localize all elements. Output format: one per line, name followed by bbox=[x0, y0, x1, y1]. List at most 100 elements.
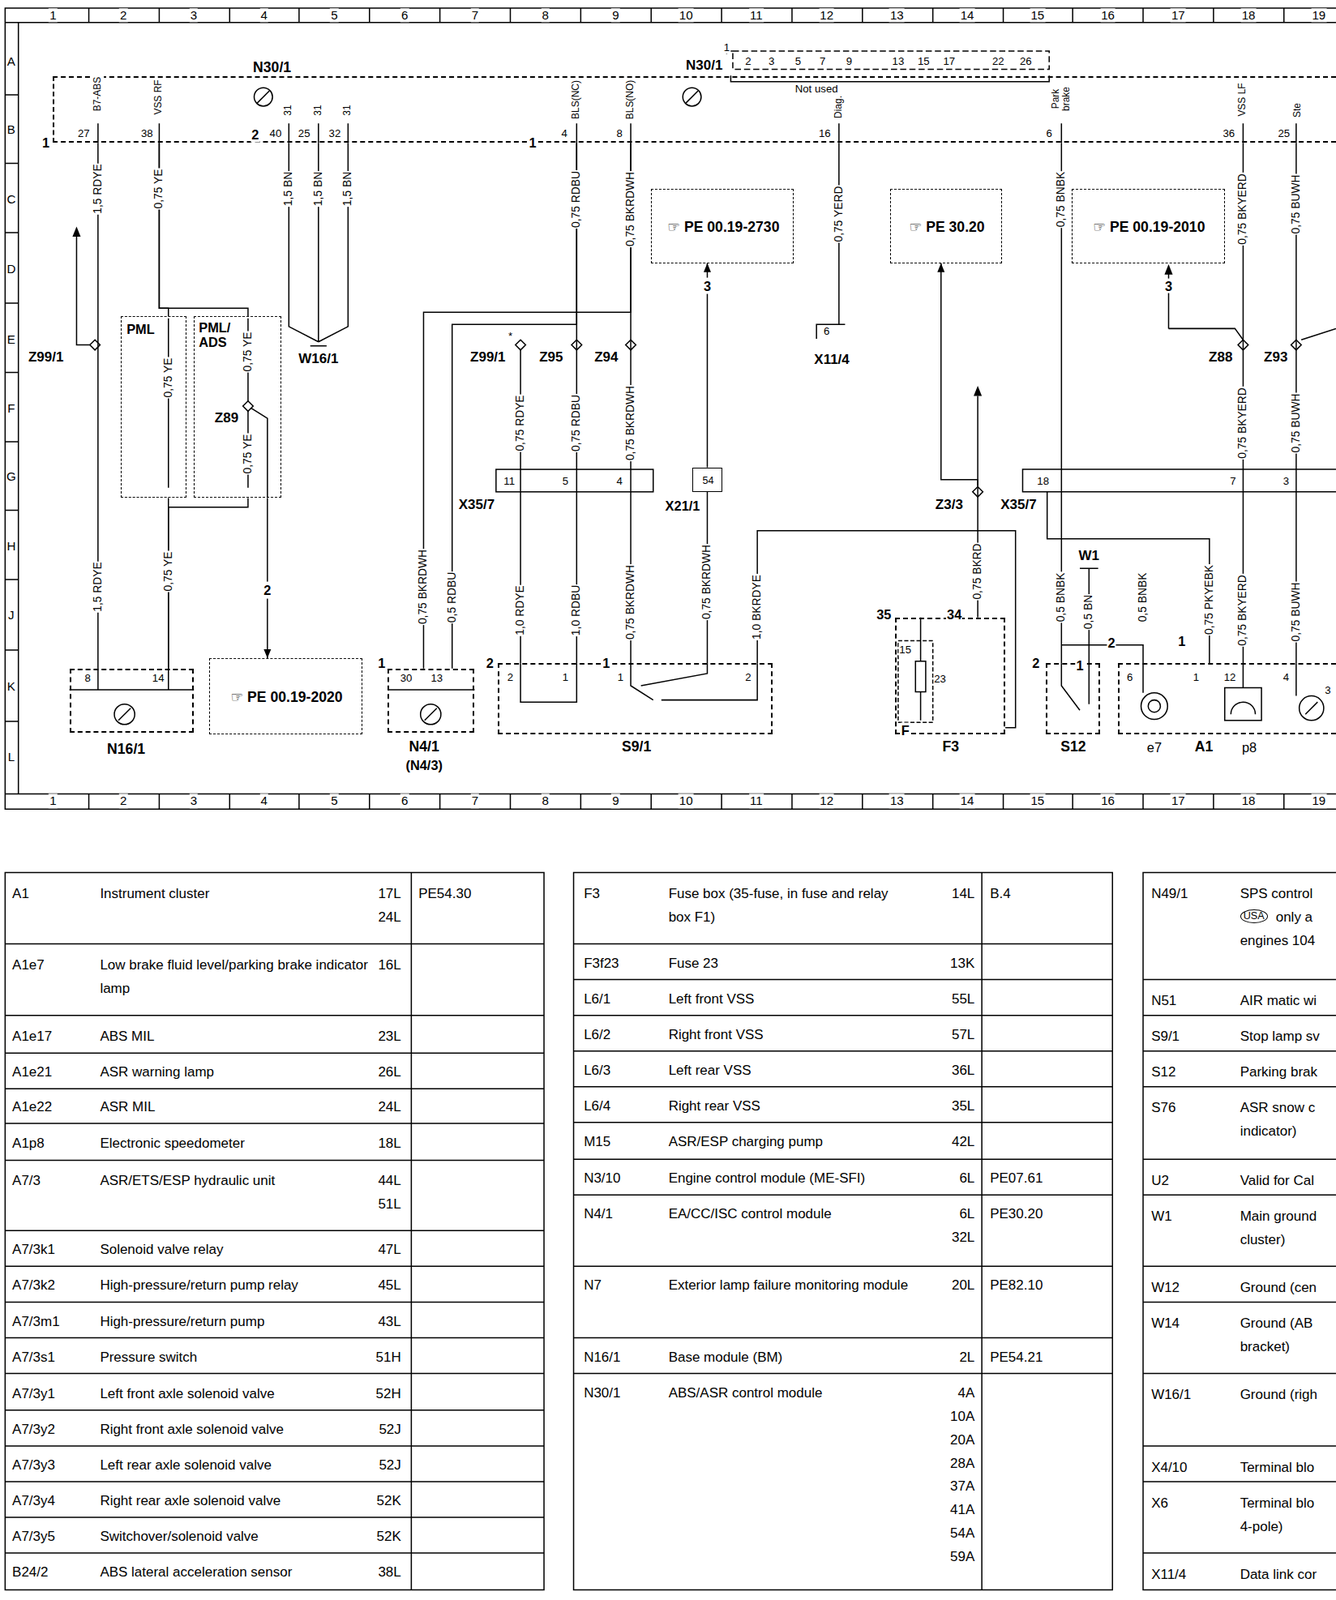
component-interior bbox=[920, 617, 922, 721]
table-cell: Parking brak bbox=[1240, 1061, 1318, 1085]
table-cell: N49/1 bbox=[1151, 882, 1188, 907]
pin-number: 16 bbox=[817, 127, 832, 140]
pin-number: 40 bbox=[269, 127, 283, 140]
wire bbox=[976, 395, 979, 486]
table-grid bbox=[4, 872, 1336, 1590]
table-cell: W12 bbox=[1151, 1276, 1180, 1301]
component-label: Z89 bbox=[214, 410, 240, 427]
table-cell: 37A bbox=[950, 1475, 975, 1499]
wire-code: 0,5 BNBK bbox=[1054, 571, 1068, 623]
connector-block bbox=[496, 469, 1336, 493]
table-cell: Left front axle solenoid valve bbox=[99, 1383, 275, 1407]
pin-number: 32 bbox=[328, 127, 343, 140]
pin-number: 1 bbox=[561, 671, 570, 684]
connector-box: 54X21/1 bbox=[692, 467, 724, 493]
table-cell: 55L bbox=[951, 988, 975, 1012]
grid-ref: 6 bbox=[400, 794, 409, 809]
pin-name: Park brake bbox=[1051, 82, 1072, 116]
pin-number: 6 bbox=[1045, 127, 1054, 140]
table-cell: ASR/ETS/ESP hydraulic unit bbox=[99, 1169, 275, 1194]
component-interior bbox=[915, 661, 926, 693]
table-cell: L6/1 bbox=[583, 988, 611, 1012]
table-cell: X4/10 bbox=[1151, 1456, 1187, 1481]
pin-number: 1 bbox=[528, 135, 538, 151]
table-cell: 41A bbox=[950, 1498, 975, 1523]
grid-ref: 12 bbox=[818, 794, 835, 809]
table-cell: 10A bbox=[950, 1405, 975, 1430]
component-name: A1 bbox=[1194, 738, 1214, 755]
table-cell: 38L bbox=[377, 1561, 401, 1585]
reference-box: ☞ PE 00.19-2020 bbox=[209, 658, 363, 735]
pin-number: 17 bbox=[942, 55, 957, 68]
wire-code: 1,0 RDBU bbox=[569, 584, 583, 637]
table-cell: PE07.61 bbox=[989, 1167, 1043, 1191]
wire-code: 1,5 BN bbox=[341, 171, 355, 207]
table-cell: 23L bbox=[377, 1025, 401, 1050]
connector-block bbox=[496, 469, 654, 493]
table-cell: N4/1 bbox=[583, 1203, 613, 1227]
table-cell: A7/3y5 bbox=[12, 1525, 56, 1550]
component-interior bbox=[520, 663, 758, 703]
table-cell: 26L bbox=[377, 1061, 401, 1085]
table-cell: Right front axle solenoid valve bbox=[99, 1418, 284, 1443]
grid-ref: 2 bbox=[119, 794, 128, 809]
table-cell: A7/3y4 bbox=[12, 1490, 56, 1514]
component-label: Z93 bbox=[1263, 349, 1289, 366]
pin-number: 2 bbox=[1106, 635, 1116, 651]
pin-number: 38 bbox=[140, 127, 155, 140]
component-label: X35/7 bbox=[458, 496, 496, 514]
component-label: W16/1 bbox=[297, 351, 339, 368]
pin-name: 31 bbox=[312, 103, 325, 116]
grid-ref: 17 bbox=[1170, 794, 1187, 809]
wire-code: 0,75 YE bbox=[162, 551, 176, 593]
table-cell: 20A bbox=[950, 1429, 975, 1453]
pin-name: 31 bbox=[282, 103, 295, 116]
wire-code: 0,75 BKRDWH bbox=[624, 385, 638, 462]
component-interior bbox=[1147, 700, 1161, 713]
grid-ref: H bbox=[5, 539, 17, 553]
table-grid bbox=[4, 872, 544, 1590]
frame bbox=[89, 8, 1285, 810]
arrow-head bbox=[72, 226, 81, 237]
grid-ref: 18 bbox=[1241, 8, 1257, 22]
grid-ref: 16 bbox=[1100, 8, 1116, 22]
table-cell: A7/3y1 bbox=[12, 1383, 56, 1407]
grid-ref: 11 bbox=[749, 794, 764, 809]
table-cell: A7/3k1 bbox=[12, 1238, 56, 1263]
wire-code: 0,75 YE bbox=[152, 167, 166, 210]
component-label: Z99/1 bbox=[469, 349, 506, 366]
table-cell: 16L bbox=[377, 954, 401, 978]
table-cell: Low brake fluid level/parking brake indi… bbox=[99, 954, 371, 1002]
grid-ref: K bbox=[6, 680, 17, 694]
table-cell: 14L bbox=[951, 882, 975, 907]
pin-number: 27 bbox=[77, 127, 91, 140]
unused-connector bbox=[732, 51, 1050, 70]
component-name: F3 bbox=[942, 738, 960, 755]
table-cell: SPS control bbox=[1240, 882, 1314, 907]
component-name: PML bbox=[126, 321, 155, 338]
table-cell: ABS MIL bbox=[99, 1025, 155, 1050]
table-cell: Right front VSS bbox=[668, 1023, 764, 1048]
pin-number: 22 bbox=[991, 55, 1006, 68]
table-cell: 2L bbox=[959, 1346, 975, 1371]
pin-number: 7 bbox=[818, 55, 827, 68]
component-label: N30/1 bbox=[685, 57, 724, 74]
component-interior bbox=[118, 708, 131, 721]
table-cell: PE54.30 bbox=[418, 882, 472, 907]
table-cell: Stop lamp sv bbox=[1240, 1025, 1320, 1050]
table-cell: L6/3 bbox=[583, 1059, 611, 1084]
grid-ref: 16 bbox=[1100, 794, 1116, 809]
wire bbox=[288, 142, 348, 347]
table-cell: 52J bbox=[378, 1454, 401, 1478]
table-cell: ABS/ASR control module bbox=[668, 1382, 823, 1406]
pin-number: 5 bbox=[794, 55, 802, 68]
variant-box: PML bbox=[120, 316, 188, 498]
grid-ref: 18 bbox=[1241, 794, 1257, 809]
table-cell: bracket) bbox=[1240, 1336, 1290, 1360]
table-cell: A1p8 bbox=[12, 1132, 45, 1157]
wire-code: 0,75 PKYEBK bbox=[1203, 564, 1217, 636]
wire-code: 0,75 YERD bbox=[832, 185, 846, 244]
wire-code: 0,75 BUWH bbox=[1289, 393, 1303, 454]
table-cell: ASR snow c bbox=[1240, 1096, 1316, 1121]
reference-box: ☞ PE 00.19-2010 bbox=[1071, 188, 1225, 264]
